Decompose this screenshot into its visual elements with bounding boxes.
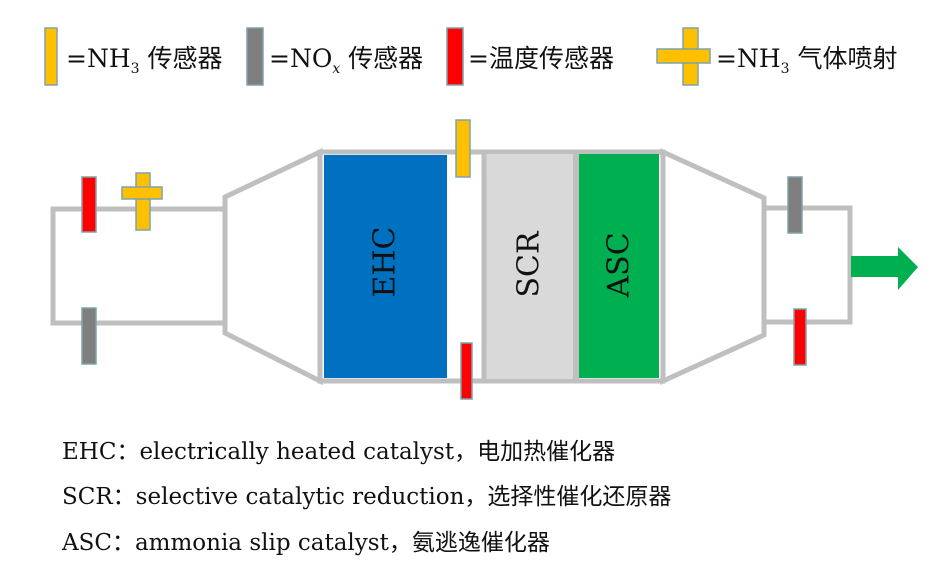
scr-label: SCR — [511, 231, 547, 298]
nh3-injector-inlet — [121, 172, 163, 231]
asc-block — [579, 154, 659, 378]
legend-nox-sensor-icon — [246, 27, 264, 86]
outlet-pipe — [761, 205, 853, 325]
legend-temperature-sensor-label: =温度传感器 — [468, 44, 614, 73]
nox-sensor-outlet — [787, 176, 803, 234]
note-asc: ASC：ammonia slip catalyst，氨逃逸催化器 — [62, 530, 550, 556]
ehc-label: EHC — [367, 226, 403, 298]
exhaust-arrow — [851, 247, 918, 290]
temperature-sensor-mid — [460, 342, 473, 400]
legend-nh3-injection-label: =NH3 气体喷射 — [716, 44, 898, 77]
legend-nh3-sensor-icon — [44, 27, 58, 86]
outlet-cone — [660, 148, 767, 385]
note-ehc: EHC：electrically heated catalyst，电加热催化器 — [62, 439, 616, 465]
legend-nh3-sensor-label: =NH3 传感器 — [66, 44, 223, 77]
nh3-sensor-mid — [455, 119, 471, 178]
ehc-block — [324, 155, 447, 378]
note-scr: SCR：selective catalytic reduction，选择性催化还… — [62, 484, 672, 510]
temperature-sensor-inlet — [81, 176, 97, 233]
nox-sensor-inlet — [81, 307, 97, 365]
scr-block — [485, 154, 573, 379]
legend-nh3-injection-icon — [656, 27, 711, 86]
inlet-cone — [222, 148, 323, 386]
legend-nox-sensor-label: =NOx 传感器 — [269, 44, 424, 77]
asc-label: ASC — [601, 232, 637, 298]
legend-temperature-sensor-icon — [446, 27, 464, 86]
temperature-sensor-outlet — [793, 308, 807, 366]
